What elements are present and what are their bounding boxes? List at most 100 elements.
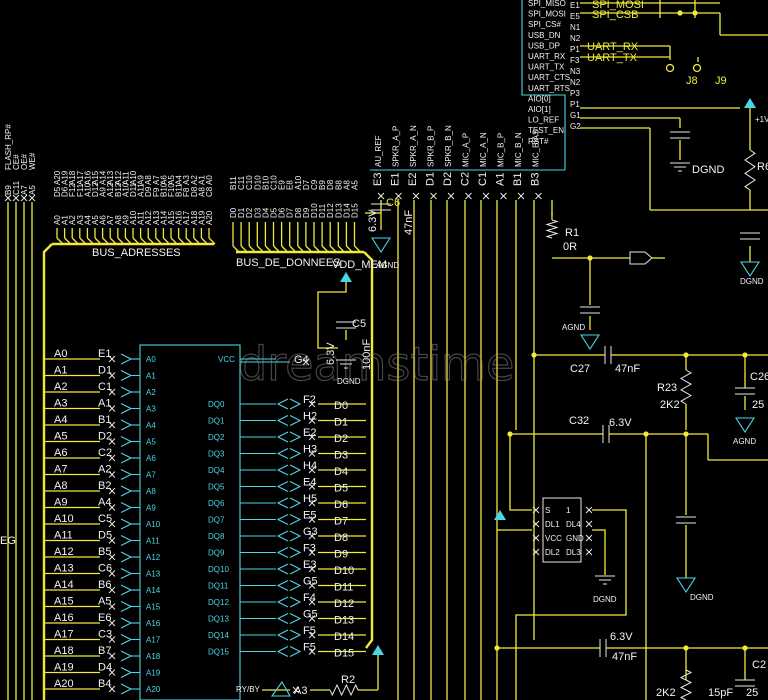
x-marker (585, 520, 593, 528)
data-net-label: D3 (253, 207, 262, 218)
addr-pin-left: C5 (98, 513, 112, 525)
chip-right-pin: DQ12 (208, 598, 229, 607)
buffer-chevron (120, 568, 133, 579)
audio-pin-label: SPKR_A_P (392, 126, 401, 167)
audio-pin-number: E3 (372, 173, 384, 186)
data-pin-number: E9 (278, 180, 287, 190)
chip-vcc-pin: G4 (294, 354, 309, 366)
x-marker (482, 192, 490, 200)
x-marker (108, 636, 116, 643)
chip-right-pin: DQ0 (208, 400, 225, 409)
ic-pin-number: G2 (570, 122, 581, 131)
audio-pin-number: C2 (460, 172, 472, 186)
bus-data-label: BUS_DE_DONNEES (236, 257, 341, 269)
addr-net-label: A8 (114, 215, 123, 225)
power-arrow (494, 510, 506, 520)
addr-pin-left: E1 (98, 348, 111, 360)
addr-header-label: A0 (205, 175, 214, 185)
x-marker (308, 450, 316, 457)
buffer-chevron (289, 415, 302, 426)
data-net-label: D15 (351, 203, 360, 218)
junction-dot (692, 10, 698, 16)
c2-label: C2 (752, 659, 766, 671)
data-net-label: D9 (302, 207, 311, 218)
chip-right-pin: DQ14 (208, 631, 229, 640)
addr-net-label: A4 (83, 215, 92, 225)
addr-net-label: A3 (76, 215, 85, 225)
x-marker (108, 669, 116, 676)
addr-net-label: A14 (159, 210, 168, 225)
control-pin-number: C11 (12, 180, 21, 195)
control-pin-number: B9 (4, 185, 13, 195)
chip-right-pin: DQ3 (208, 450, 225, 459)
audio-pin-number: E1 (390, 173, 402, 186)
data-pin-right: F3 (303, 543, 316, 555)
addr-net-label: A0 (53, 215, 62, 225)
ic-pin-number: N1 (570, 23, 581, 32)
uart-net-label: UART_RX (587, 41, 639, 53)
x-marker (377, 192, 385, 200)
chip-right-pin: DQ15 (208, 648, 229, 657)
chip-left-pin: A20 (146, 685, 161, 694)
data-net-right: D0 (334, 400, 348, 412)
ic-pin-number: P3 (570, 89, 580, 98)
data-net-right: D1 (334, 417, 348, 429)
x-marker (308, 483, 316, 490)
addr-pin-left: D1 (98, 365, 112, 377)
chip-right-pin: DQ8 (208, 532, 225, 541)
addr-pin-number: D6 (61, 186, 70, 197)
x-marker (532, 506, 540, 514)
data-pin-number: B10 (261, 175, 270, 190)
ic-pin-number: N2 (570, 34, 581, 43)
chip-right-pin: DQ6 (208, 499, 225, 508)
buffer-arrow (270, 680, 291, 697)
c26-value: 25 (752, 399, 764, 411)
addr-header-label: A7 (152, 175, 161, 185)
c6-value: 6.3V (367, 209, 379, 232)
audio-pin-number: B1 (512, 173, 524, 186)
c6-label: C6 (386, 197, 400, 209)
addr-header-label: A8 (144, 175, 153, 185)
buffer-chevron (276, 596, 289, 608)
x-marker (500, 192, 507, 200)
buffer-chevron (289, 629, 302, 641)
buffer-chevron (120, 634, 133, 645)
audio-pin-number: D2 (442, 172, 454, 186)
data-pin-number: C10 (245, 175, 254, 190)
ground-label: DGND (593, 595, 617, 604)
data-pin-right: E4 (303, 477, 316, 489)
chip-left-pin: A15 (146, 603, 161, 612)
addr-net-label: A19 (197, 210, 206, 225)
chip-left-pin: A11 (146, 537, 160, 546)
ic-pin-label: USB_DN (528, 31, 561, 40)
addr-net-label: A9 (121, 215, 130, 225)
x-marker (108, 454, 116, 462)
buffer-chevron (120, 617, 133, 629)
data-net-label: D6 (278, 207, 287, 218)
power-arrow (340, 272, 352, 282)
x-marker (12, 194, 20, 202)
chip-right-pin: DQ2 (208, 433, 225, 442)
buffer-chevron (276, 646, 289, 657)
data-net-right: D3 (334, 450, 348, 462)
data-pin-right: F4 (303, 592, 316, 604)
data-pin-right: F5 (303, 625, 316, 637)
x-marker (28, 194, 36, 202)
data-net-label: D10 (310, 203, 319, 218)
addr-pin-number: A11 (137, 183, 146, 197)
ic-wire (592, 529, 606, 575)
addr-pin-number: A12 (106, 182, 115, 197)
x-marker (465, 192, 472, 200)
data-pin-number: C10 (270, 175, 279, 190)
ic-pin-label: SPI_MOSI (528, 10, 566, 19)
buffer-chevron (276, 448, 289, 459)
addr-net-label: A7 (106, 215, 115, 225)
x-marker (108, 603, 116, 610)
addr-pin-left: C1 (98, 381, 112, 393)
spi-net-label: SPI_CSB (592, 9, 638, 21)
audio-pin-label: AU_REF (374, 135, 383, 167)
data-pin-right: F2 (303, 394, 316, 406)
buffer-chevron (276, 563, 289, 575)
